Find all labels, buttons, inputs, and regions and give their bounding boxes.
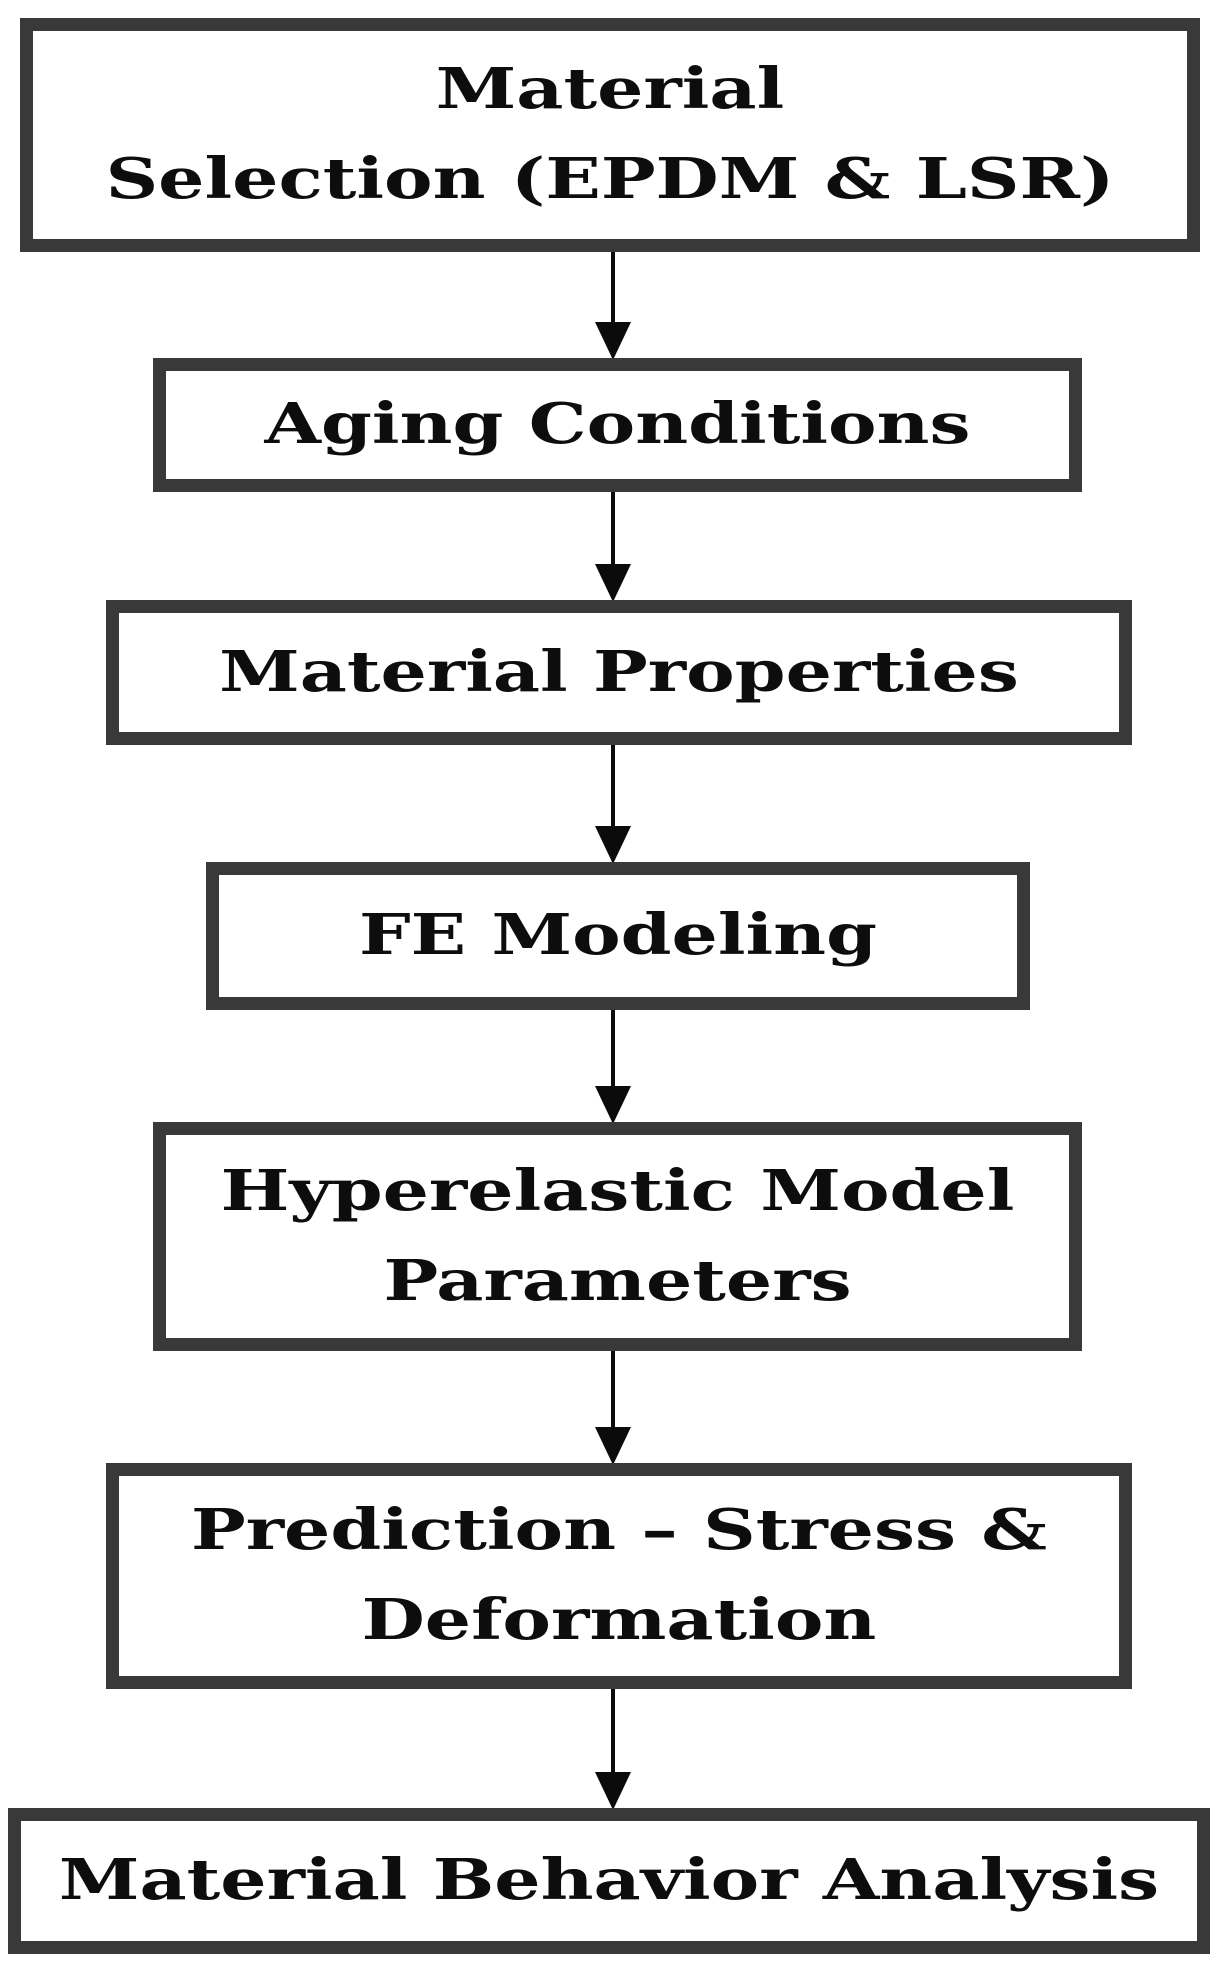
arrow-down-icon [595, 1427, 631, 1465]
arrow-stem [611, 745, 615, 832]
flow-connector-1 [595, 252, 631, 360]
flow-node-prediction-stress-deformation: Prediction – Stress & Deformation [106, 1463, 1132, 1689]
flow-node-label: Aging Conditions [264, 391, 971, 458]
flow-node-label: Material Properties [219, 638, 1019, 705]
arrow-down-icon [595, 1086, 631, 1124]
arrow-stem [611, 492, 615, 570]
flow-connector-4 [595, 1010, 631, 1124]
flow-connector-3 [595, 745, 631, 864]
flow-node-material-properties: Material Properties [106, 600, 1132, 745]
arrow-stem [611, 1689, 615, 1778]
flow-node-aging-conditions: Aging Conditions [153, 358, 1082, 492]
flow-node-label: Material Behavior Analysis [58, 1847, 1160, 1914]
flow-connector-6 [595, 1689, 631, 1810]
arrow-stem [611, 252, 615, 328]
arrow-stem [611, 1010, 615, 1092]
flow-node-material-behavior-analysis: Material Behavior Analysis [8, 1808, 1210, 1954]
arrow-down-icon [595, 1772, 631, 1810]
flow-node-label: Prediction – Stress & Deformation [190, 1497, 1048, 1653]
flow-node-label: Hyperelastic Model Parameters [220, 1157, 1015, 1314]
flow-node-label: FE Modeling [358, 902, 878, 969]
flow-node-hyperelastic-model-parameters: Hyperelastic Model Parameters [153, 1122, 1082, 1351]
arrow-down-icon [595, 564, 631, 602]
flow-connector-5 [595, 1351, 631, 1465]
arrow-stem [611, 1351, 615, 1433]
arrow-down-icon [595, 826, 631, 864]
flow-node-fe-modeling: FE Modeling [206, 862, 1030, 1010]
flow-connector-2 [595, 492, 631, 602]
flow-node-material-selection: Material Selection (EPDM & LSR) [20, 18, 1200, 252]
flow-node-label: Material Selection (EPDM & LSR) [105, 56, 1115, 212]
arrow-down-icon [595, 322, 631, 360]
